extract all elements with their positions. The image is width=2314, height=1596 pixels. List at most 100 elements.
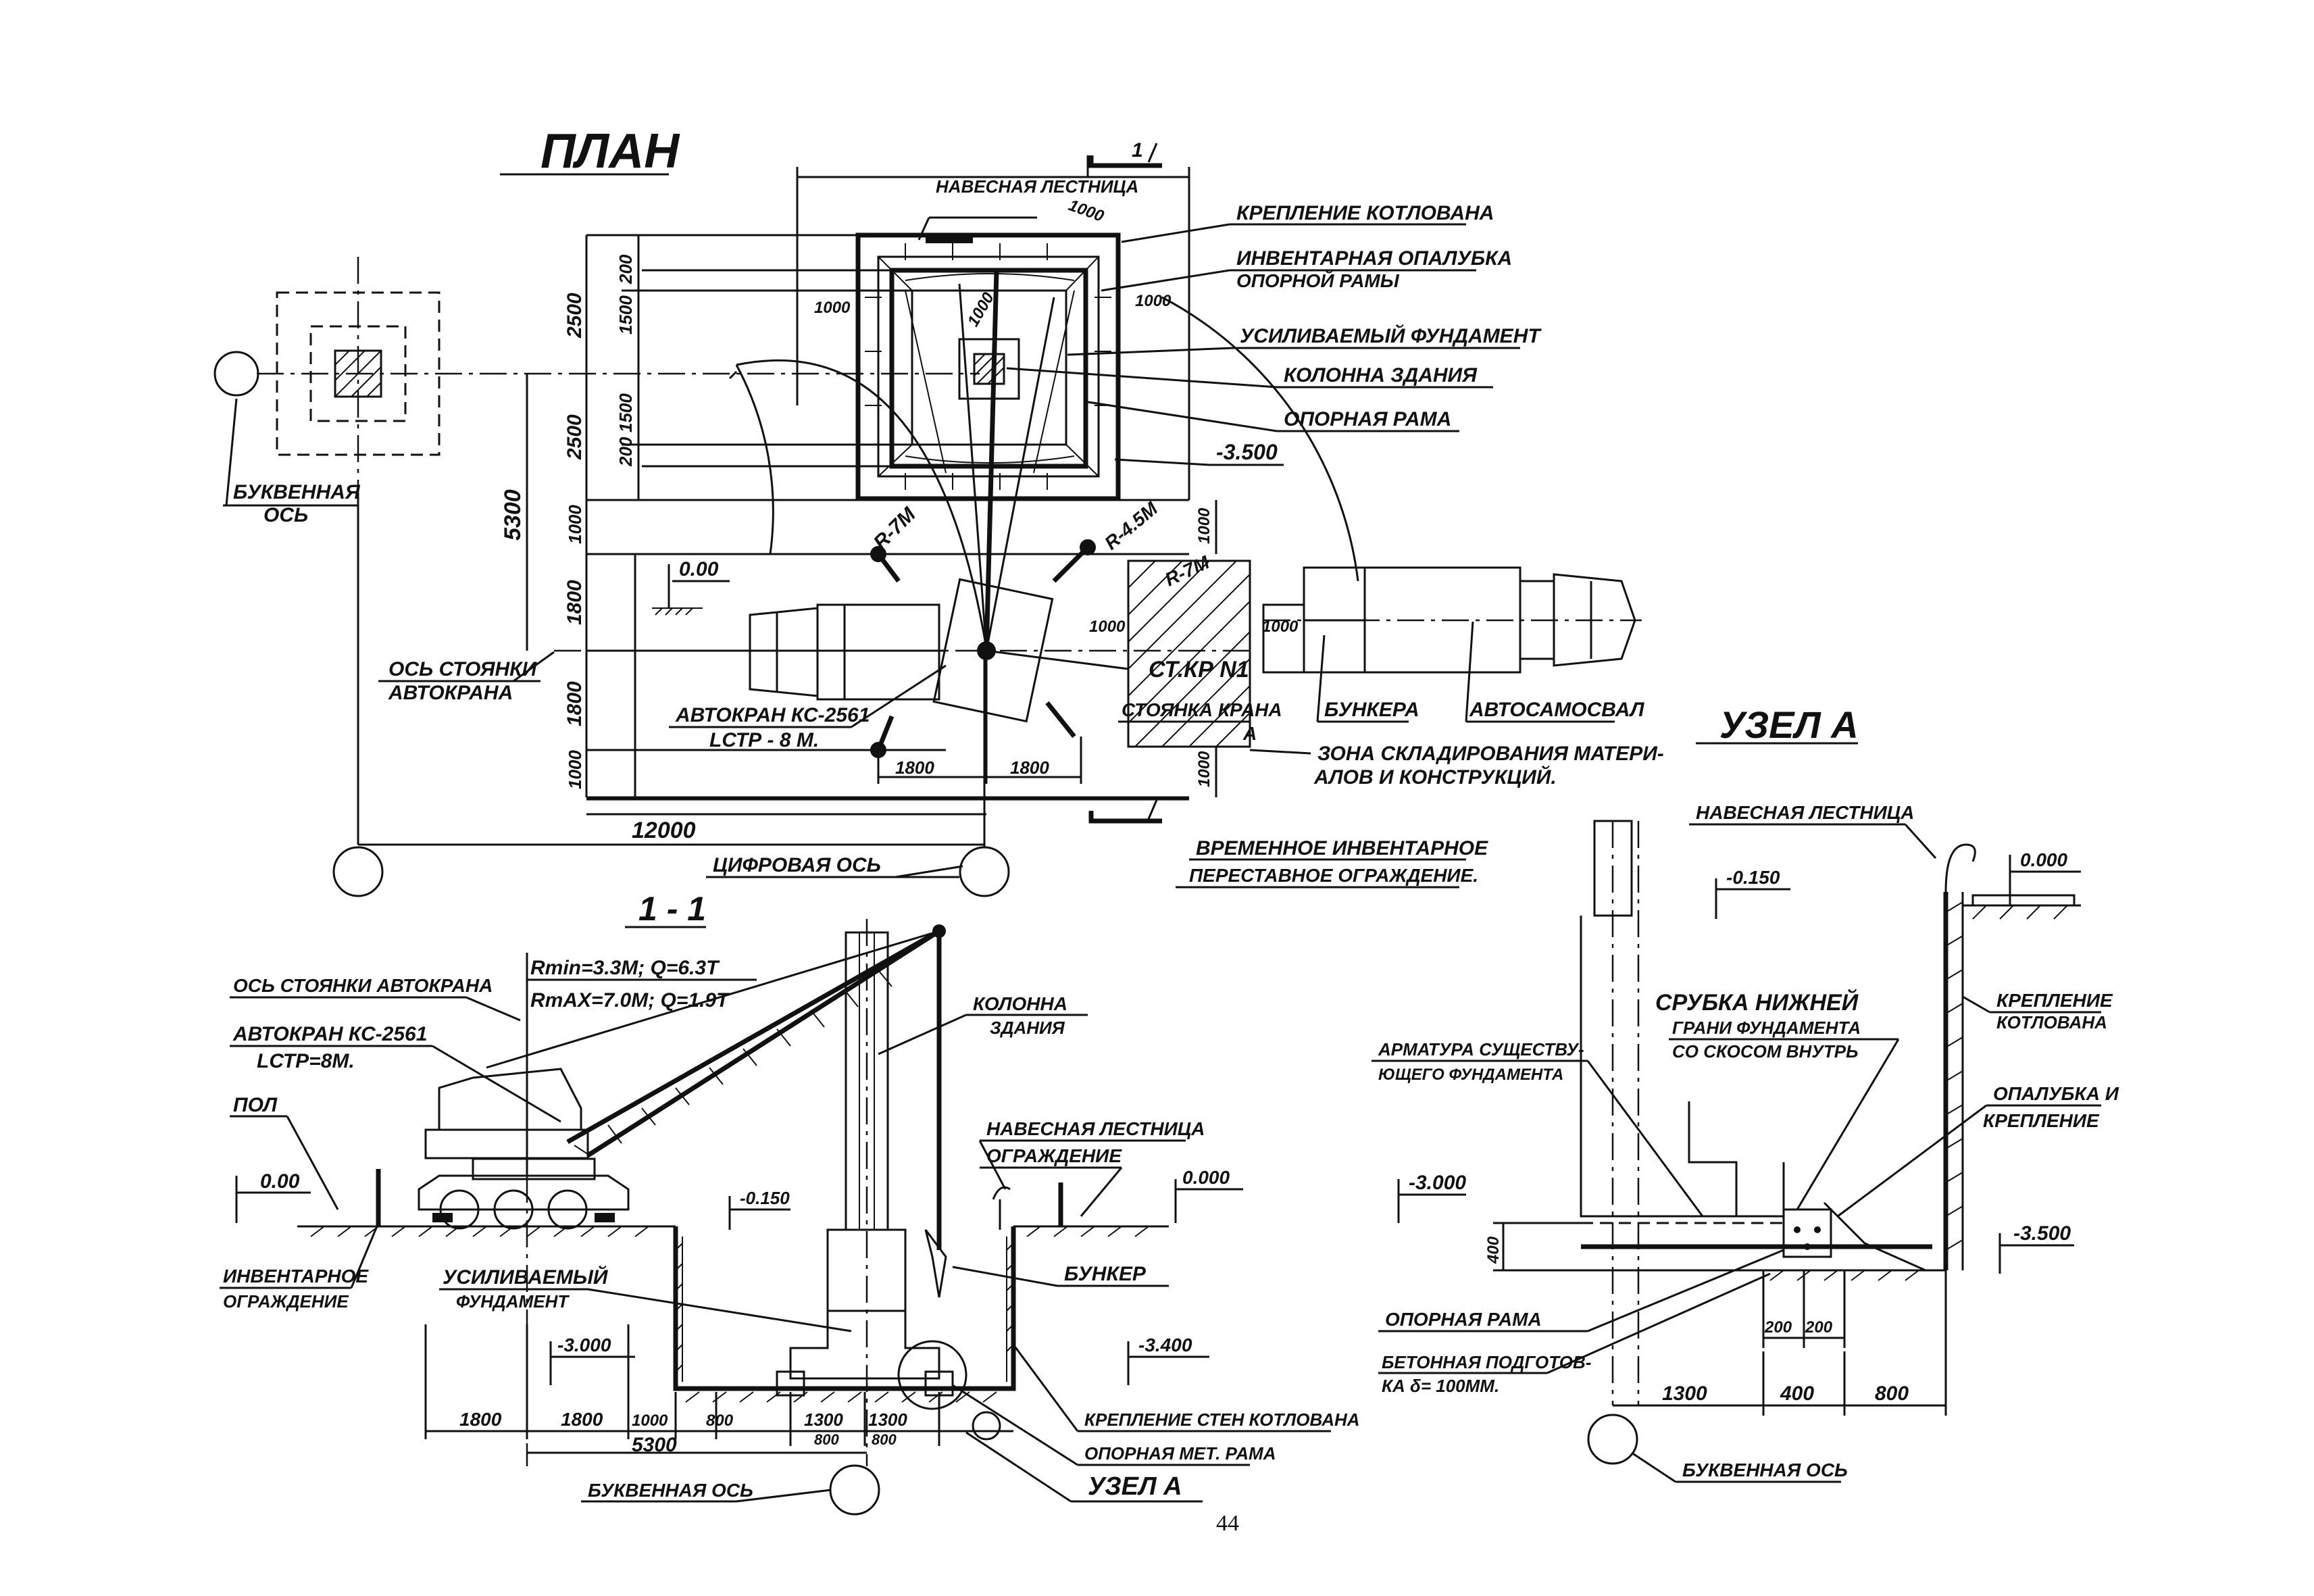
section-floor: ПОЛ (233, 1094, 278, 1116)
node-cut-3: СО СКОСОМ ВНУТРЬ (1672, 1041, 1859, 1062)
node-level-0150: -0.150 (1726, 867, 1780, 888)
section-dim-2: 1000 (632, 1412, 668, 1430)
node-formwork-1: ОПАЛУБКА И (1993, 1083, 2119, 1104)
section-ladder: НАВЕСНАЯ ЛЕСТНИЦА (986, 1118, 1205, 1139)
crane-stand-zone: СТ.КР N1 СТОЯНКА КРАНА А (1118, 559, 1282, 748)
dim-2500-a: 2500 (563, 293, 586, 339)
node-pit-wall (1943, 843, 2081, 1270)
hoppers-and-truck (1262, 566, 1642, 674)
radius-7m-b: R-7М (1161, 551, 1213, 590)
node-ladder: НАВЕСНАЯ ЛЕСТНИЦА (1696, 802, 1914, 823)
node-rebar-2: ЮЩЕГО ФУНДАМЕНТА (1378, 1066, 1563, 1084)
section-reinforced-1: УСИЛИВАЕМЫЙ (443, 1265, 609, 1289)
section-dim-4: 1300 (804, 1410, 843, 1430)
plan-dim-1000-c: 1000 (1089, 618, 1126, 636)
plan-dim-1800-c: 1800 (895, 757, 934, 778)
autocrane-plan (728, 270, 1129, 758)
plan-view: ПЛАН ЦИФРОВАЯ ОСЬ БУКВЕННАЯ ОСЬ (213, 124, 1664, 897)
section-dim-7: 800 (872, 1431, 897, 1448)
section-fence-1: ИНВЕНТАРНОЕ (223, 1266, 369, 1287)
page-number: 44 (1216, 1511, 1239, 1536)
section-column-1: КОЛОННА (973, 993, 1067, 1014)
foundation-section (685, 919, 1011, 1466)
section-hopper: БУНКЕР (1064, 1263, 1147, 1285)
callout-support-frame: ОПОРНАЯ РАМА (1284, 408, 1451, 430)
dim-1000-b: 1000 (565, 750, 585, 789)
node-dim-800: 800 (1875, 1382, 1909, 1405)
digit-axis-label: ЦИФРОВАЯ ОСЬ (713, 854, 881, 876)
radius-4-5m: R-4.5М (1101, 497, 1162, 553)
letter-axis-label-1: БУКВЕННАЯ (233, 481, 361, 503)
node-title: УЗЕЛ А (1719, 703, 1859, 746)
node-pit-support-2: КОТЛОВАНА (1996, 1012, 2107, 1032)
callout-formwork-2: ОПОРНОЙ РАМЫ (1236, 270, 1400, 291)
dim-1800-b: 1800 (563, 681, 586, 726)
node-letter-axis: БУКВЕННАЯ ОСЬ (1682, 1460, 1848, 1480)
node-cut-1: СРУБКА НИЖНЕЙ (1655, 989, 1859, 1016)
section-dim-5: 1300 (868, 1410, 907, 1430)
node-formwork-2: КРЕПЛЕНИЕ (1983, 1110, 2100, 1131)
hoppers-label: БУНКЕРА (1324, 699, 1419, 721)
section-level-3400: -3.400 (1138, 1335, 1192, 1355)
section-fence-2: ОГРАЖДЕНИЕ (223, 1291, 349, 1312)
plan-title: ПЛАН (540, 124, 680, 178)
dim-200-a: 200 (615, 254, 636, 284)
callout-reinforced-foundation: УСИЛИВАЕМЫЙ ФУНДАМЕНТ (1240, 324, 1542, 347)
node-dim-200a: 200 (1764, 1318, 1792, 1337)
storage-label-1: ЗОНА СКЛАДИРОВАНИЯ МАТЕРИ- (1317, 743, 1664, 765)
crane-stand-no: СТ.КР N1 (1149, 657, 1249, 682)
section-mark-top: 1 (1132, 139, 1143, 161)
section-dim-6: 800 (814, 1431, 839, 1448)
dim-5300: 5300 (500, 489, 526, 541)
callout-building-column: КОЛОННА ЗДАНИЯ (1284, 364, 1478, 386)
callout-level-3500: -3.500 (1216, 440, 1278, 464)
node-dim-400: 400 (1780, 1382, 1814, 1405)
dim-1500-b: 1500 (615, 393, 636, 432)
node-dim-400v: 400 (1484, 1236, 1503, 1264)
callout-formwork-1: ИНВЕНТАРНАЯ ОПАЛУБКА (1236, 247, 1512, 270)
section-dim-1: 1800 (561, 1409, 603, 1430)
node-dim-200b: 200 (1805, 1318, 1833, 1337)
plan-dim-1000-e: 1000 (814, 299, 851, 317)
node-concrete-2: КА δ= 100ММ. (1382, 1376, 1499, 1396)
section-crane-2: LСТР=8М. (257, 1050, 355, 1072)
section-axis-circle (829, 1464, 880, 1516)
section-crane-params-2: RmAX=7.0М; Q=1.9Т (530, 989, 730, 1012)
letter-axis-label-2: ОСЬ (263, 504, 308, 526)
section-support-frame: ОПОРНАЯ МЕТ. РАМА (1084, 1443, 1276, 1464)
dim-2500-b: 2500 (563, 414, 586, 460)
dim-1500-a: 1500 (615, 295, 636, 334)
node-a-view: УЗЕЛ А НАВЕСНАЯ ЛЕСТНИЦА (1372, 703, 2119, 1483)
section-crane-params-1: Rmin=3.3М; Q=6.3Т (530, 957, 720, 979)
node-dim-1300: 1300 (1662, 1382, 1707, 1405)
section-title: 1 - 1 (638, 890, 706, 928)
node-concrete-1: БЕТОННАЯ ПОДГОТОВ- (1382, 1352, 1591, 1372)
node-foundation (1580, 820, 1946, 1405)
section-level-0150: -0.150 (740, 1188, 790, 1208)
storage-label-2: АЛОВ И КОНСТРУКЦИЙ. (1313, 765, 1557, 789)
crane-axis-label-2: АВТОКРАНА (388, 682, 513, 704)
section-level-000-b: 0.000 (1182, 1167, 1230, 1188)
fence-label-2: ПЕРЕСТАВНОЕ ОГРАЖДЕНИЕ. (1189, 865, 1478, 886)
plan-dim-1000-j: 1000 (1195, 507, 1213, 544)
truck-label: АВТОСАМОСВАЛ (1469, 699, 1645, 721)
section-level-3000: -3.000 (557, 1335, 611, 1355)
plan-foundation-symbol (213, 257, 980, 493)
plan-axis-circle-left (332, 846, 384, 897)
crane-stand-label: СТОЯНКА КРАНА (1122, 699, 1282, 720)
crane-axis-label-1: ОСЬ СТОЯНКИ (388, 658, 538, 680)
node-level-3000: -3.000 (1409, 1172, 1466, 1194)
dim-1000-a: 1000 (565, 505, 585, 544)
radius-7m-a: R-7М (870, 503, 921, 554)
plan-level-0: 0.00 (679, 558, 719, 580)
node-pit-support-1: КРЕПЛЕНИЕ (1996, 990, 2113, 1011)
plan-dim-1000-h: 1000 (1066, 196, 1107, 226)
autocrane-section (418, 924, 946, 1250)
node-level-3500: -3.500 (2013, 1222, 2071, 1245)
dim-12000: 12000 (632, 818, 696, 843)
section-dim-0: 1800 (459, 1409, 502, 1430)
section-letter-axis: БУКВЕННАЯ ОСЬ (588, 1480, 753, 1501)
callout-ladder-plan: НАВЕСНАЯ ЛЕСТНИЦА (936, 176, 1138, 197)
